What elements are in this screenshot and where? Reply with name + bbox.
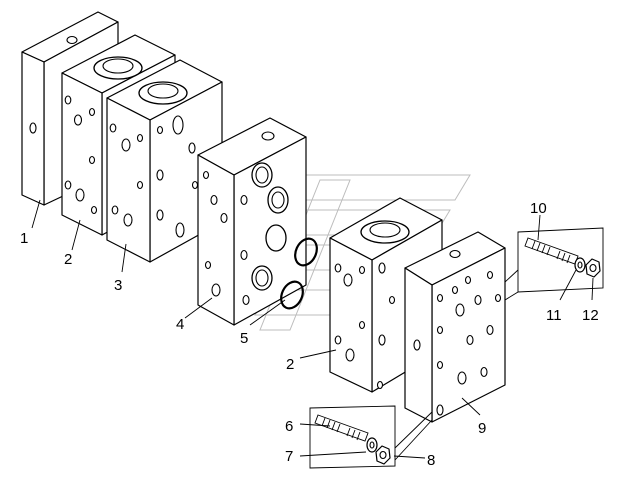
tie-rod-kit-bottom bbox=[309, 405, 433, 469]
section-block-part-4 bbox=[197, 117, 307, 326]
callout-5: 5 bbox=[240, 330, 248, 347]
callout-7: 7 bbox=[285, 448, 293, 465]
callout-labels: 1 2 3 4 5 2 6 7 8 9 10 11 12 bbox=[20, 200, 599, 469]
callout-3: 3 bbox=[114, 277, 122, 294]
callout-9: 9 bbox=[478, 420, 486, 437]
callout-8: 8 bbox=[427, 452, 435, 469]
callout-leaders bbox=[31, 199, 594, 459]
end-plate-part-9 bbox=[404, 231, 506, 423]
callout-12: 12 bbox=[582, 307, 599, 324]
callout-4: 4 bbox=[176, 316, 184, 333]
callout-1: 1 bbox=[20, 230, 28, 247]
tie-rod-kit-top bbox=[504, 227, 604, 301]
callout-6: 6 bbox=[285, 418, 293, 435]
o-rings-part-5 bbox=[280, 237, 318, 310]
callout-11: 11 bbox=[546, 307, 562, 324]
callout-2b: 2 bbox=[286, 356, 294, 373]
callout-2a: 2 bbox=[64, 251, 72, 268]
callout-10: 10 bbox=[530, 200, 547, 217]
